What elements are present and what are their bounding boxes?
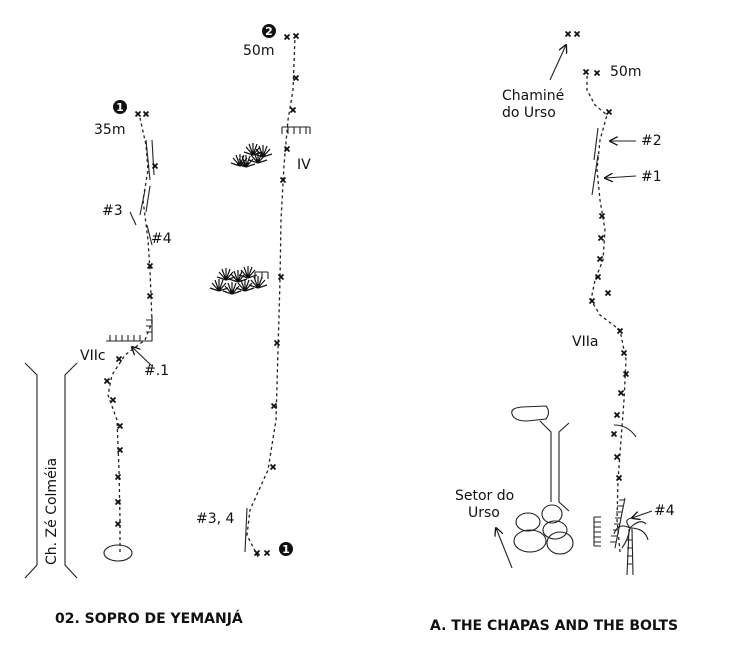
boulder-icon (103, 544, 133, 562)
neighbor-route-line2: do Urso (502, 105, 556, 121)
grade-label-viia: VIIa (572, 334, 598, 350)
belay-marker-2: 2 (262, 24, 276, 38)
chimney-ze-colmeia: Ch. Zé Colméia (24, 362, 78, 579)
sector-label-line1: Setor do (455, 488, 514, 504)
neighbor-route-line1: Chaminé (502, 88, 564, 104)
grade-label-viic: VIIc (80, 348, 106, 364)
chimney-urso (511, 405, 574, 555)
roof-icon (106, 316, 153, 342)
belay-marker-1: 1 (113, 100, 127, 114)
gear-label-1: #1 (641, 169, 662, 185)
anchor2-length: 50m (243, 43, 274, 59)
belay-marker-1-start: 1 (279, 542, 293, 556)
palm-tree-icon (613, 517, 649, 576)
svg-text:1: 1 (282, 543, 290, 556)
bolt-markers (564, 30, 630, 482)
topo-title-sopro: 02. SOPRO DE YEMANJÁ (55, 610, 243, 627)
bolt-markers (253, 32, 300, 557)
svg-text:1: 1 (116, 101, 124, 114)
length-label-50m: 50m (610, 64, 641, 80)
grade-label-iv: IV (297, 157, 311, 173)
gear-label-dot1: #.1 (144, 363, 169, 379)
gear-label-2: #2 (641, 133, 662, 149)
vegetation-icon (209, 142, 273, 295)
route-sopro-pitch1 (103, 110, 159, 562)
gear-label-3-4: #3, 4 (196, 511, 235, 527)
gear-label-3: #3 (102, 203, 123, 219)
svg-text:2: 2 (265, 25, 273, 38)
gear-label-4b: #4 (654, 503, 675, 519)
neighbor-route-label: Ch. Zé Colméia (44, 458, 60, 565)
anchor1-length: 35m (94, 122, 125, 138)
gear-label-4: #4 (151, 231, 172, 247)
route-sopro-pitch2 (209, 32, 311, 558)
topo-title-chapas: A. THE CHAPAS AND THE BOLTS (430, 618, 678, 634)
route-chapas-bolts (496, 30, 653, 576)
sector-label-line2: Urso (468, 505, 500, 521)
